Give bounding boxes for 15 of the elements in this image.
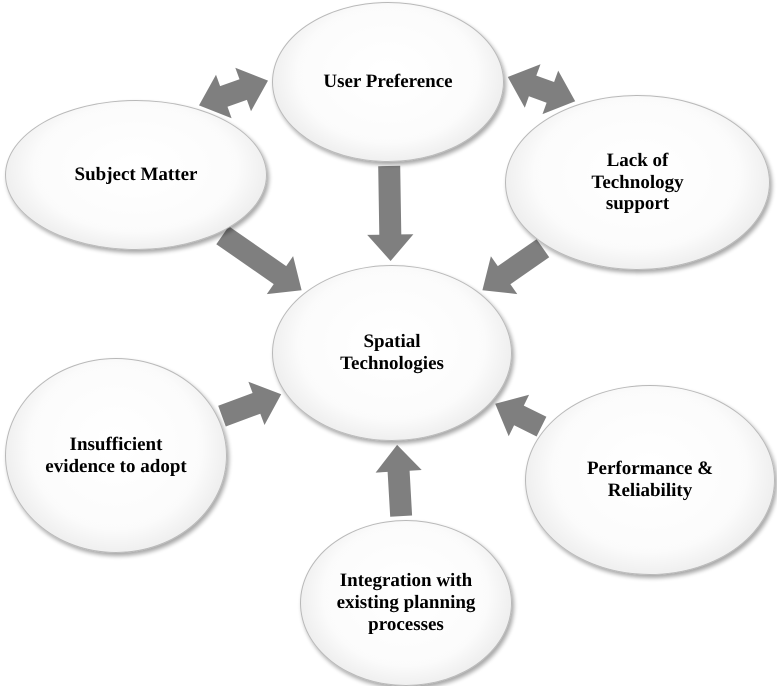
block-arrow [508,64,576,114]
node-label: Performance & Reliability [586,458,714,502]
node-label: Integration with existing planning processes [336,570,476,636]
node-label: User Preference [323,71,453,93]
node-label: Subject Matter [74,164,198,186]
block-arrow [218,382,282,426]
node-label: Insufficient evidence to adopt [44,434,188,478]
block-arrow [482,239,550,294]
node-label: Spatial Technologies [339,331,445,375]
block-arrow [376,444,422,517]
block-arrow [216,226,302,294]
node-label: Lack of Technology support [590,150,685,216]
block-arrow [199,68,268,118]
block-arrow [495,394,546,436]
block-arrow [367,166,414,261]
